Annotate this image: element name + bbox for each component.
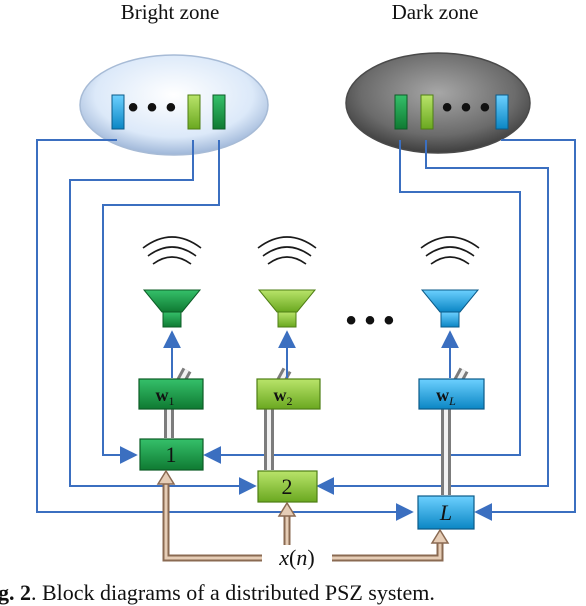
input-n: n — [296, 545, 307, 570]
wave-1a — [152, 256, 192, 265]
weight-box-1-rect — [138, 378, 204, 410]
wave-Lc — [420, 236, 480, 249]
signal-to-node-1 — [162, 476, 262, 562]
wave-2b — [262, 246, 312, 257]
node-box-L — [417, 495, 475, 530]
dark-mic-light-green — [420, 94, 434, 130]
speaker-1-base — [162, 311, 182, 328]
weight-1-subscript: 1 — [169, 394, 175, 408]
wave-La — [430, 256, 470, 265]
dark-mic-cyan — [495, 94, 509, 130]
bright-mic-light-green — [187, 94, 201, 130]
node-2-label: 2 — [282, 474, 293, 499]
speaker-2-base — [277, 311, 297, 328]
weight-L-subscript: L — [448, 394, 456, 408]
speaker-2-cone — [257, 289, 317, 313]
caption-text: . Block diagrams of a distributed PSZ sy… — [31, 580, 435, 605]
wire-bright-cyan-to-L — [36, 139, 414, 521]
signal-arrowhead-2 — [277, 501, 297, 517]
weight-box-L-rect — [418, 378, 485, 410]
weight-2-symbol: w — [274, 385, 287, 405]
speaker-2 — [257, 236, 317, 328]
node-1-label: 1 — [166, 442, 177, 467]
weight-L-symbol: w — [436, 385, 449, 405]
bright-mic-dark-green — [212, 94, 226, 130]
input-x: x — [278, 545, 289, 570]
node-L-label: L — [439, 500, 452, 525]
node-box-1 — [139, 438, 204, 471]
speaker-L — [420, 236, 480, 328]
wire-dark-darkgreen-to-1 — [203, 140, 521, 464]
bright-mic-cyan — [111, 94, 125, 130]
weight-L-label: wL — [436, 385, 456, 408]
weight-2-subscript: 2 — [287, 394, 293, 408]
wave-2c — [257, 236, 317, 249]
dark-zone-ellipse — [345, 52, 531, 154]
signal-to-node-1-inner — [164, 478, 262, 560]
wire-dark-cyan-to-L — [474, 139, 576, 521]
bright-mic-ellipsis: • • • — [128, 91, 176, 124]
figure-caption: g. 2. Block diagrams of a distributed PS… — [0, 580, 435, 605]
speaker-L-base — [440, 311, 460, 328]
weight-1-label: w1 — [156, 385, 175, 408]
weight-box-2: w2 — [256, 378, 321, 410]
weight-box-L: wL — [418, 378, 485, 410]
signal-arrowhead-1 — [156, 469, 176, 485]
wave-1c — [142, 236, 202, 249]
weight-box-1: w1 — [138, 378, 204, 410]
speaker-L-cone — [420, 289, 480, 313]
dark-mic-dark-green — [394, 94, 408, 130]
bright-zone-title: Bright zone — [121, 0, 220, 24]
caption-prefix: g. 2 — [0, 580, 31, 605]
wire-dark-lightgreen-to-2 — [316, 140, 549, 495]
node-box-2 — [257, 470, 318, 503]
signal-to-node-L — [332, 537, 444, 562]
weight-1-symbol: w — [156, 385, 169, 405]
speaker-1 — [142, 236, 202, 328]
input-signal-label: x(n) — [278, 545, 314, 570]
wave-1b — [147, 246, 197, 257]
speaker-ellipsis: • • • — [346, 304, 394, 337]
weight-box-2-rect — [256, 378, 321, 410]
wave-2a — [267, 256, 307, 265]
weight-2-label: w2 — [274, 385, 293, 408]
signal-arrowhead-L — [430, 528, 450, 544]
wire-bright-lightgreen-to-2 — [69, 140, 257, 495]
signal-to-node-L-inner — [332, 539, 442, 560]
bright-zone-ellipse — [79, 54, 269, 156]
input-close-paren: ) — [307, 545, 314, 570]
dark-mic-ellipsis: • • • — [442, 91, 490, 124]
dark-zone-title: Dark zone — [392, 0, 479, 24]
wire-bright-darkgreen-to-1 — [102, 140, 220, 464]
wave-Lb — [425, 246, 475, 257]
speaker-1-cone — [142, 289, 202, 313]
input-open-paren: ( — [289, 545, 296, 570]
